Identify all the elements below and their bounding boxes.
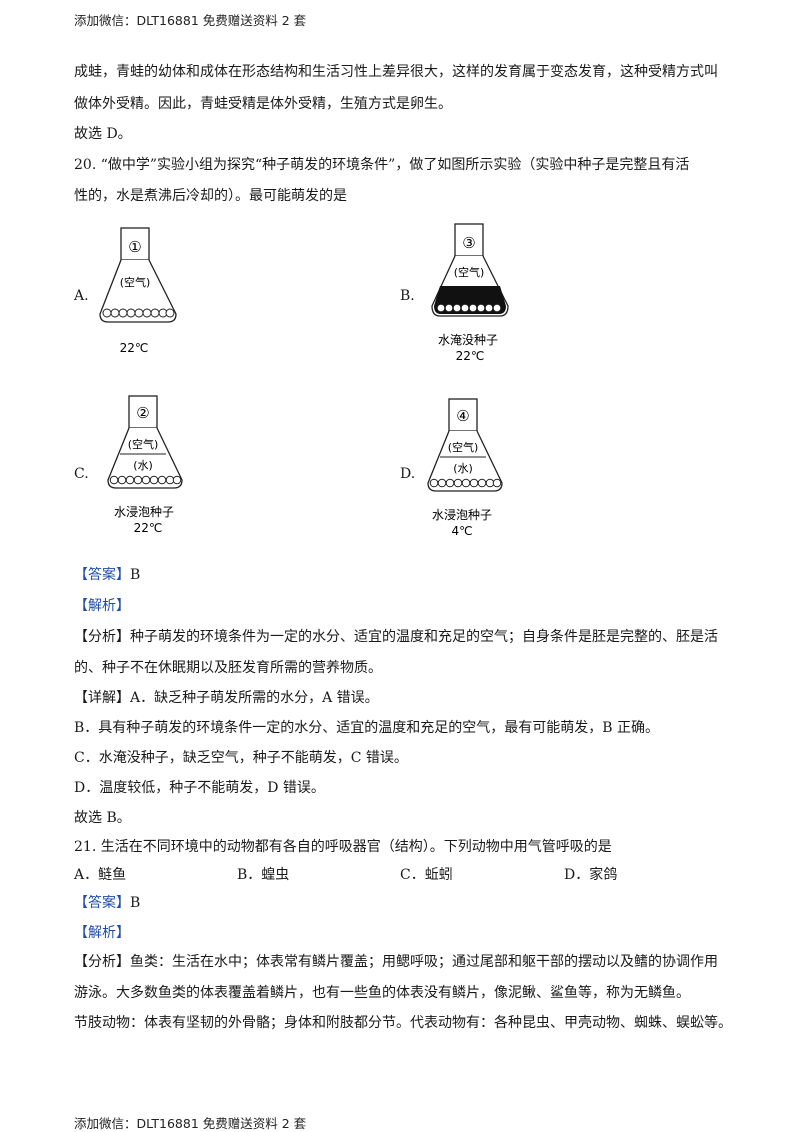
answer-21: 【答案】B	[74, 893, 140, 913]
flask-number: ③	[462, 234, 475, 252]
text-line: 故选 D。	[74, 126, 132, 142]
answer-value: B	[130, 895, 141, 911]
option-21-a: A．鲢鱼	[74, 867, 127, 883]
option-letter: D.	[400, 466, 416, 482]
fenxi-tag: 【分析】	[74, 954, 130, 970]
flask-label: (空气)	[448, 440, 479, 454]
question-20-stem-2: 性的，水是煮沸后冷却的）。最可能萌发的是	[74, 188, 347, 204]
xiangjie-20-line-b: B．具有种子萌发的环境条件一定的水分、适宜的温度和充足的空气，最有可能萌发，B …	[74, 720, 660, 736]
page-footer: 添加微信：DLT16881 免费赠送资料 2 套	[74, 1116, 307, 1131]
xiangjie-20-line-d: D．温度较低，种子不能萌发，D 错误。	[74, 780, 325, 796]
flask-label: (水)	[453, 462, 473, 475]
fenxi-20-line-2: 的、种子不在休眠期以及胚发育所需的营养物质。	[74, 660, 382, 676]
flask-label: (空气)	[454, 265, 485, 279]
option-letter: B.	[400, 288, 415, 304]
temperature-label: 22℃	[120, 341, 149, 355]
answer-20: 【答案】B	[74, 565, 140, 585]
seeds-label: 水淹没种子	[438, 332, 498, 347]
fenxi-text: 种子萌发的环境条件为一定的水分、适宜的温度和充足的空气；自身条件是胚是完整的、胚…	[130, 629, 718, 645]
xiangjie-20-line-a: 【详解】A．缺乏种子萌发所需的水分，A 错误。	[74, 688, 379, 708]
text-line: 做体外受精。因此，青蛙受精是体外受精，生殖方式是卵生。	[74, 96, 452, 112]
temperature-label: 22℃	[456, 349, 485, 363]
answer-tag: 【答案】	[74, 895, 130, 911]
answer-tag: 【答案】	[74, 567, 130, 583]
flask-number: ②	[136, 404, 149, 422]
option-letter: A.	[74, 288, 89, 304]
question-21-stem: 21. 生活在不同环境中的动物都有各自的呼吸器官（结构）。下列动物中用气管呼吸的…	[74, 839, 612, 855]
xiangjie-text: A．缺乏种子萌发所需的水分，A 错误。	[130, 690, 379, 706]
option-21-d: D．家鸽	[564, 867, 618, 883]
flask-label: (空气)	[128, 437, 159, 451]
flask-figure-b: ③ (空气) 水淹没种子 22℃	[420, 220, 530, 372]
answer-value: B	[130, 567, 141, 583]
flask-number: ①	[128, 238, 141, 256]
temperature-label: 22℃	[134, 521, 163, 535]
fenxi-text: 鱼类：生活在水中；体表常有鳞片覆盖；用鳃呼吸；通过尾部和躯干部的摆动以及鳍的协调…	[130, 954, 718, 970]
xiangjie-tag: 【详解】	[74, 690, 130, 706]
xiangjie-20-line-c: C．水淹没种子，缺乏空气，种子不能萌发，C 错误。	[74, 750, 408, 766]
choose-20: 故选 B。	[74, 810, 131, 826]
seeds-label: 水浸泡种子	[432, 508, 492, 522]
seeds-label: 水浸泡种子	[114, 505, 174, 519]
flask-number: ④	[456, 407, 469, 425]
flask-figure-d: ④ (空气) (水) 水浸泡种子 4℃	[420, 395, 530, 547]
flask-figure-a: ① (空气) 22℃	[94, 222, 204, 366]
page-header: 添加微信：DLT16881 免费赠送资料 2 套	[74, 13, 307, 28]
fenxi-20-line-1: 【分析】种子萌发的环境条件为一定的水分、适宜的温度和充足的空气；自身条件是胚是完…	[74, 627, 718, 647]
fenxi-21-line-3: 节肢动物：体表有坚韧的外骨骼；身体和附肢都分节。代表动物有：各种昆虫、甲壳动物、…	[74, 1015, 732, 1031]
analysis-tag: 【解析】	[74, 925, 130, 941]
temperature-label: 4℃	[451, 524, 472, 538]
analysis-tag: 【解析】	[74, 598, 130, 614]
text-line: 成蛙，青蛙的幼体和成体在形态结构和生活习性上差异很大，这样的发育属于变态发育，这…	[74, 64, 718, 80]
fenxi-21-line-2: 游泳。大多数鱼类的体表覆盖着鳞片，也有一些鱼的体表没有鳞片，像泥鳅、鲨鱼等，称为…	[74, 985, 690, 1001]
option-21-c: C．蚯蚓	[400, 867, 453, 883]
flask-label: (水)	[133, 459, 153, 472]
flask-label: (空气)	[120, 275, 151, 289]
option-letter: C.	[74, 466, 89, 482]
fenxi-tag: 【分析】	[74, 629, 130, 645]
option-21-b: B．蝗虫	[237, 867, 290, 883]
flask-figure-c: ② (空气) (水) 水浸泡种子 22℃	[100, 392, 210, 544]
question-20-stem-1: 20. “做中学”实验小组为探究“种子萌发的环境条件”，做了如图所示实验（实验中…	[74, 157, 690, 173]
fenxi-21-line-1: 【分析】鱼类：生活在水中；体表常有鳞片覆盖；用鳃呼吸；通过尾部和躯干部的摆动以及…	[74, 952, 718, 972]
